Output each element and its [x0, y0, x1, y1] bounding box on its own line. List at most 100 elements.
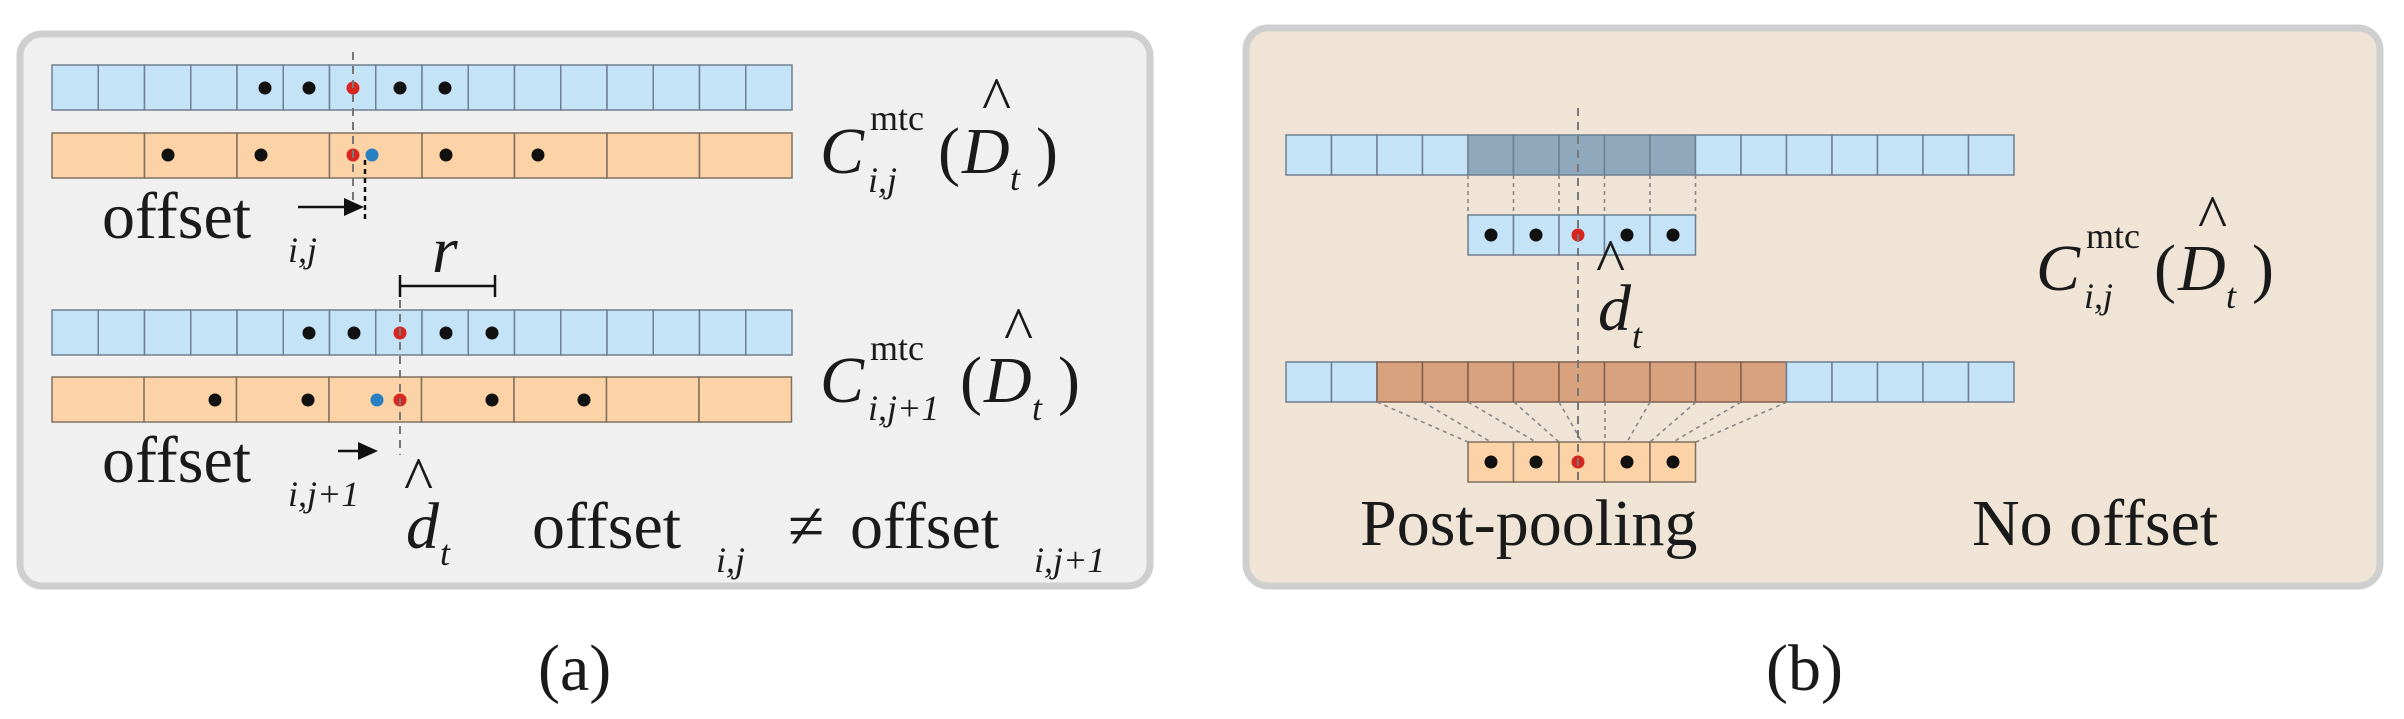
row3-cell — [606, 309, 654, 356]
row4-aligned-dot — [370, 393, 384, 407]
row3-cell — [143, 309, 192, 356]
svg-text:C: C — [820, 344, 865, 417]
row1-cell — [467, 64, 516, 111]
b-pooled-orange-dot — [1620, 455, 1634, 469]
row3-cell — [698, 309, 747, 356]
b-row2-cell — [1967, 361, 2015, 403]
svg-text:^: ^ — [2198, 184, 2227, 252]
offset-label-bottom: offset i,j+1 — [102, 424, 359, 514]
svg-text:D: D — [983, 344, 1032, 417]
b-row2-cell — [1831, 361, 1879, 403]
b-row2-cell — [1694, 361, 1742, 403]
svg-text:C: C — [2036, 232, 2081, 305]
row1-dot — [302, 81, 316, 95]
row2-cell — [236, 132, 331, 179]
svg-text:(: ( — [960, 344, 982, 417]
row1-dot — [393, 81, 407, 95]
svg-text:i,j+1: i,j+1 — [1034, 540, 1105, 580]
row4-dot — [577, 393, 591, 407]
formula-bottom-a: C mtc i,j+1 ( D ^ t ) — [820, 296, 1080, 428]
row2-cell — [606, 132, 701, 179]
b-row2-cell — [1467, 361, 1515, 403]
svg-text:): ) — [2252, 232, 2274, 305]
svg-text:t: t — [1010, 158, 1021, 198]
b-row2-cell — [1330, 361, 1378, 403]
row3-cell — [190, 309, 238, 356]
b-pool-line — [1467, 401, 1537, 443]
b-pool-line — [1513, 401, 1560, 443]
svg-text:d: d — [406, 490, 440, 563]
row2-cell — [143, 132, 238, 179]
b-row1-cell — [1285, 134, 1333, 176]
row1-cell — [652, 64, 701, 111]
b-row2-cell — [1285, 361, 1333, 403]
row3-dot — [439, 326, 453, 340]
row4-dot — [301, 393, 315, 407]
svg-text:t: t — [1632, 316, 1643, 356]
formula-top-a: C mtc i,j ( D ^ t ) — [820, 66, 1058, 200]
no-offset-label: No offset — [1972, 487, 2218, 560]
svg-text:i,j+1: i,j+1 — [868, 388, 939, 428]
b-row1-cell — [1330, 134, 1378, 176]
svg-text:): ) — [1058, 344, 1080, 417]
b-pooled-orange-dot — [1666, 455, 1680, 469]
row4-dot — [485, 393, 499, 407]
row2-dot — [254, 148, 268, 162]
row1-dot — [258, 81, 272, 95]
b-row1-cell — [1785, 134, 1833, 176]
b-pooled-blue-dot — [1529, 228, 1543, 242]
b-row2-cell — [1421, 361, 1469, 403]
svg-text:offset: offset — [102, 424, 251, 497]
b-pooled-blue-dot — [1666, 228, 1680, 242]
formula-b: C mtc i,j ( D ^ t ) — [2036, 184, 2274, 316]
b-pooled-blue-dot — [1484, 228, 1498, 242]
b-row2-cell — [1876, 361, 1924, 403]
row3-dot — [485, 326, 499, 340]
b-row2-cell — [1603, 361, 1651, 403]
row2-dot — [531, 148, 545, 162]
svg-text:≠: ≠ — [788, 490, 824, 563]
b-pooled-blue-dot — [1620, 228, 1634, 242]
row3-cell — [97, 309, 146, 356]
b-row1-cell — [1649, 134, 1697, 176]
b-row1-cell — [1421, 134, 1469, 176]
dhat-label-b: d ^ t — [1596, 228, 1643, 356]
svg-text:^: ^ — [982, 66, 1011, 134]
svg-text:(: ( — [938, 115, 960, 188]
svg-text:D: D — [961, 115, 1010, 188]
svg-text:^: ^ — [404, 446, 433, 514]
row1-cell — [698, 64, 747, 111]
svg-text:^: ^ — [1004, 296, 1033, 364]
offset-arrow-bottom — [338, 442, 378, 460]
b-row1-cell — [1967, 134, 2015, 176]
svg-text:): ) — [1036, 115, 1058, 188]
caption-a: (a) — [538, 632, 611, 705]
svg-text:i,j: i,j — [868, 160, 897, 200]
row2-aligned-dot — [365, 148, 379, 162]
svg-text:offset: offset — [532, 490, 681, 563]
b-row1-cell — [1876, 134, 1924, 176]
svg-text:i,j: i,j — [288, 230, 317, 270]
row4-dot — [208, 393, 222, 407]
svg-text:C: C — [820, 115, 865, 188]
row3-cell — [375, 309, 423, 356]
b-row1-cell — [1376, 134, 1424, 176]
row1-cell — [97, 64, 146, 111]
svg-text:mtc: mtc — [2086, 216, 2140, 256]
svg-text:t: t — [440, 533, 451, 573]
b-row2-cell — [1922, 361, 1970, 403]
b-pooled-orange-dot — [1529, 455, 1543, 469]
b-row2-cell — [1512, 361, 1560, 403]
radius-label: r — [432, 214, 458, 287]
row4-cell — [235, 376, 330, 423]
b-row1-cell — [1922, 134, 1970, 176]
b-row2-cell — [1740, 361, 1788, 403]
row1-cell — [745, 64, 793, 111]
row1-cell — [51, 64, 99, 111]
svg-text:t: t — [2226, 276, 2237, 316]
row1-cell — [143, 64, 192, 111]
svg-text:mtc: mtc — [870, 98, 924, 138]
b-row1-cell — [1831, 134, 1879, 176]
row1-cell — [190, 64, 238, 111]
